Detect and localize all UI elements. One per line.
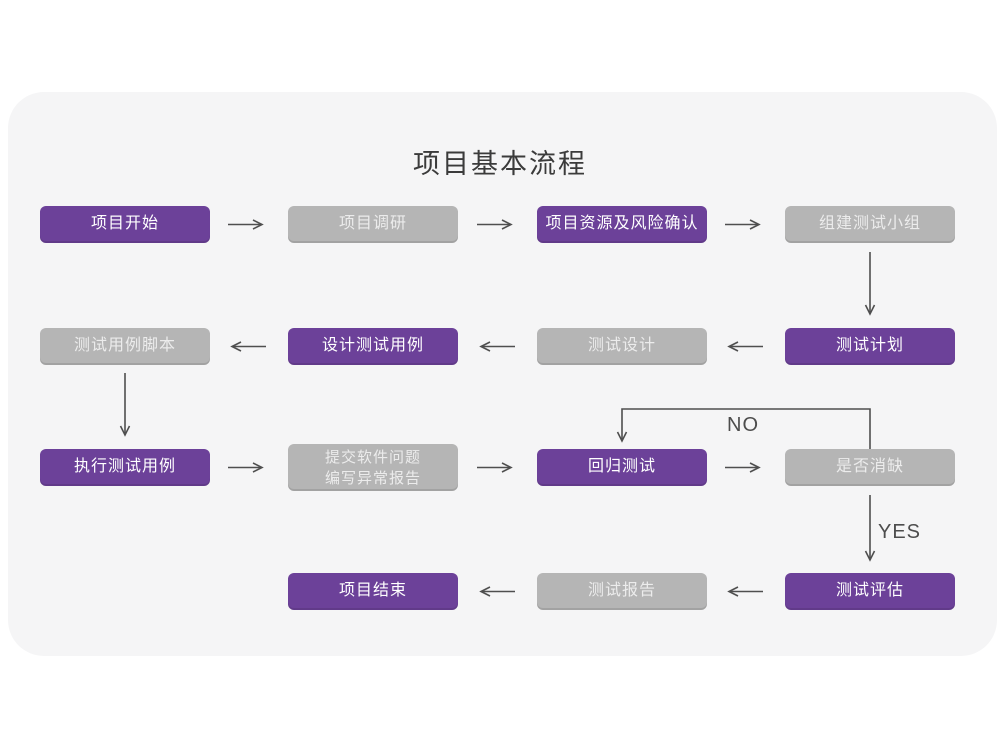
node-test-design: 测试设计 (537, 328, 707, 365)
yes-label: YES (878, 521, 922, 543)
node-build-test-team: 组建测试小组 (785, 206, 955, 243)
node-project-start: 项目开始 (40, 206, 210, 243)
node-test-plan: 测试计划 (785, 328, 955, 365)
node-test-report: 测试报告 (537, 573, 707, 610)
node-design-test-cases: 设计测试用例 (288, 328, 458, 365)
node-resource-risk-confirm: 项目资源及风险确认 (537, 206, 707, 243)
flowchart-card (8, 92, 997, 656)
node-test-evaluation: 测试评估 (785, 573, 955, 610)
node-submit-issue-report: 提交软件问题 编写异常报告 (288, 444, 458, 491)
node-project-research: 项目调研 (288, 206, 458, 243)
no-label: NO (727, 414, 759, 436)
node-test-case-script: 测试用例脚本 (40, 328, 210, 365)
node-execute-test-cases: 执行测试用例 (40, 449, 210, 486)
node-defect-cleared: 是否消缺 (785, 449, 955, 486)
node-regression-test: 回归测试 (537, 449, 707, 486)
diagram-title: 项目基本流程 (413, 149, 587, 179)
node-project-end: 项目结束 (288, 573, 458, 610)
